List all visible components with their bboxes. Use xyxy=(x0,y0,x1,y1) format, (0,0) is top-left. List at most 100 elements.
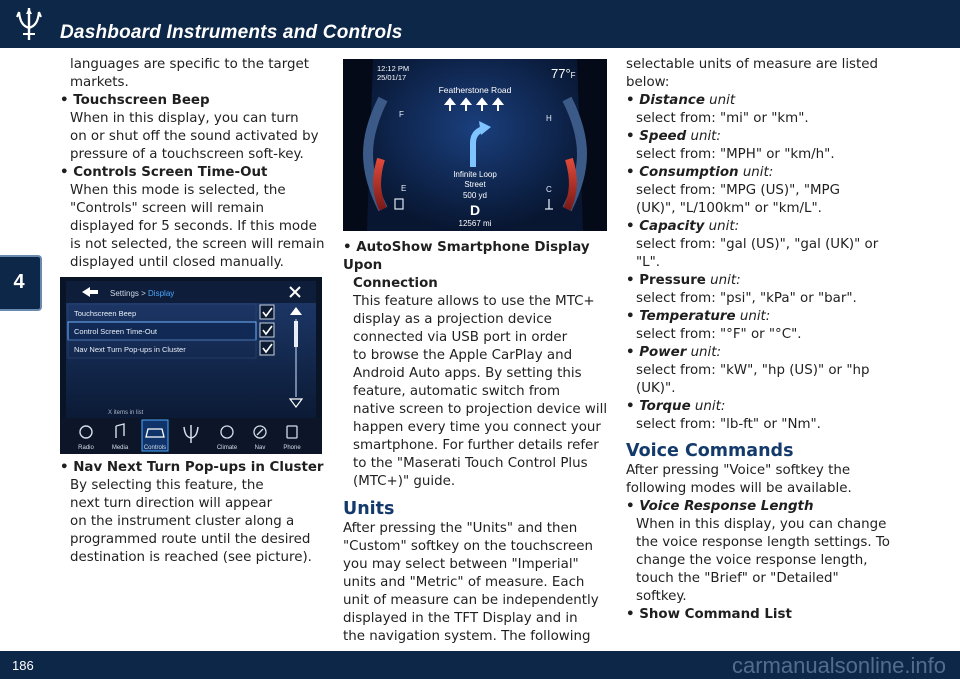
heading-units: Units xyxy=(343,499,395,519)
unit-bullet: • Capacity unit: xyxy=(626,219,740,234)
coolant-temp-icon xyxy=(545,199,553,210)
settings-screen-image: Settings > Display Touchscreen Beep Cont… xyxy=(60,277,322,454)
trident-home-icon xyxy=(183,425,199,443)
unit-options: select from: "kW", "hp (US)" or "hp xyxy=(636,363,870,378)
text-line: This feature allows to use the MTC+ xyxy=(353,294,595,309)
text-line: on the instrument cluster along a xyxy=(70,514,295,529)
column-2: • AutoShow Smartphone Display Upon Conne… xyxy=(343,239,613,646)
text-line: markets. xyxy=(70,75,129,90)
text-line: touch the "Brief" or "Detailed" xyxy=(636,571,839,586)
text-line: Android Auto apps. By setting this xyxy=(353,366,582,381)
text-line: programmed route until the desired xyxy=(70,532,311,547)
text-line: happen every time you connect your xyxy=(353,420,601,435)
text-line: to the "Maserati Touch Control Plus xyxy=(353,456,588,471)
chapter-number: 4 xyxy=(13,271,25,293)
column-1: languages are specific to the target mar… xyxy=(60,56,330,272)
road-name: Featherstone Road xyxy=(439,85,512,95)
svg-text:Street: Street xyxy=(464,180,486,189)
gear-indicator: D xyxy=(470,202,480,218)
text-line: is not selected, the screen will remain xyxy=(70,237,325,252)
svg-text:Settings > Display: Settings > Display xyxy=(110,289,174,298)
unit-options: select from: "°F" or "°C". xyxy=(636,327,802,342)
unit-bullet: • Consumption unit: xyxy=(626,165,774,180)
bullet-controls-screen-timeout: • Controls Screen Time-Out xyxy=(60,165,268,180)
text-line: smartphone. For further details refer xyxy=(353,438,599,453)
page-title: Dashboard Instruments and Controls xyxy=(60,22,403,43)
scrollbar[interactable] xyxy=(295,319,297,397)
svg-text:C: C xyxy=(546,185,552,194)
close-icon[interactable] xyxy=(289,286,301,298)
text-line: After pressing "Voice" softkey the xyxy=(626,463,851,478)
text-line: When in this display, you can change xyxy=(636,517,887,532)
svg-text:Nav Next Turn Pop-ups in Clust: Nav Next Turn Pop-ups in Cluster xyxy=(74,345,186,354)
unit-bullet: • Torque unit: xyxy=(626,399,726,414)
text-line: unit of measure can be independently xyxy=(343,593,599,608)
trident-logo-icon xyxy=(16,8,42,40)
text-line: displayed until closed manually. xyxy=(70,255,284,270)
bullet-voice-response-length: • Voice Response Length xyxy=(626,499,814,514)
unit-options: select from: "MPG (US)", "MPG xyxy=(636,183,840,198)
unit-options: (UK)", "L/100km" or "km/L". xyxy=(636,201,822,216)
car-icon xyxy=(145,428,165,438)
chapter-tab[interactable]: 4 xyxy=(0,255,42,311)
music-note-icon xyxy=(115,423,125,438)
bullet-autoshow-cont: Connection xyxy=(353,276,438,291)
unit-options: select from: "psi", "kPa" or "bar". xyxy=(636,291,857,306)
clock-time: 12:12 PM xyxy=(377,64,409,73)
text-line: feature, automatic switch from xyxy=(353,384,560,399)
heading-voice-commands: Voice Commands xyxy=(626,441,794,461)
text-line: (MTC+)" guide. xyxy=(353,474,456,489)
checkbox-check-icon xyxy=(262,307,273,318)
unit-bullet: • Temperature unit: xyxy=(626,309,771,324)
bullet-nav-next-turn: • Nav Next Turn Pop-ups in Cluster xyxy=(60,460,324,475)
svg-text:Control Screen Time-Out: Control Screen Time-Out xyxy=(74,327,158,336)
text-line: "Custom" softkey on the touchscreen xyxy=(343,539,593,554)
text-line: When this mode is selected, the xyxy=(70,183,286,198)
text-line: By selecting this feature, the xyxy=(70,478,264,493)
items-in-list: X items in list xyxy=(108,410,144,416)
text-line: connected via USB port in order xyxy=(353,330,568,345)
settings-row[interactable]: Nav Next Turn Pop-ups in Cluster xyxy=(67,339,275,359)
text-line: selectable units of measure are listed xyxy=(626,57,879,72)
text-line: on or shut off the sound activated by xyxy=(70,129,319,144)
text-line: "Controls" screen will remain xyxy=(70,201,265,216)
fan-icon xyxy=(220,425,234,439)
back-arrow-icon[interactable] xyxy=(82,287,90,297)
text-line: displayed for 5 seconds. If this mode xyxy=(70,219,317,234)
settings-row[interactable]: Control Screen Time-Out xyxy=(67,321,275,341)
text-line: following modes will be available. xyxy=(626,481,852,496)
unit-bullet: • Speed unit: xyxy=(626,129,721,144)
outside-temp: 77°F xyxy=(551,66,576,81)
svg-text:F: F xyxy=(399,110,404,119)
svg-text:Touchscreen Beep: Touchscreen Beep xyxy=(74,309,136,318)
page-footer: 186 carmanualsonline.info xyxy=(0,651,960,679)
breadcrumb-settings[interactable]: Settings xyxy=(110,289,139,298)
svg-text:H: H xyxy=(546,114,552,123)
nav-media: Media xyxy=(112,445,129,451)
radio-icon xyxy=(79,425,93,439)
phone-icon xyxy=(286,425,298,439)
checkbox-check-icon xyxy=(262,325,273,336)
unit-options: (UK)". xyxy=(636,381,676,396)
date: 25/01/17 xyxy=(377,73,406,82)
text-line: native screen to projection device will xyxy=(353,402,608,417)
scroll-down-icon[interactable] xyxy=(288,398,304,408)
nav-phone: Phone xyxy=(283,445,301,451)
text-line: the navigation system. The following xyxy=(343,629,591,644)
text-line: pressure of a touchscreen soft-key. xyxy=(70,147,304,162)
nav-controls: Controls xyxy=(144,445,166,451)
lane-arrows-icon xyxy=(443,97,505,111)
fuel-pump-icon xyxy=(394,198,404,210)
text-line: softkey. xyxy=(636,589,687,604)
nav-climate: Climate xyxy=(217,445,238,451)
text-line: displayed in the TFT Display and in xyxy=(343,611,578,626)
scroll-up-icon[interactable] xyxy=(290,307,302,315)
text-line: When in this display, you can turn xyxy=(70,111,299,126)
text-line: languages are specific to the target xyxy=(70,57,309,72)
unit-bullet: • Power unit: xyxy=(626,345,722,360)
checkbox-check-icon xyxy=(262,343,273,354)
column-1-continued: • Nav Next Turn Pop-ups in Cluster By se… xyxy=(60,459,330,567)
nav-nav: Nav xyxy=(255,445,266,451)
text-line: next turn direction will appear xyxy=(70,496,273,511)
